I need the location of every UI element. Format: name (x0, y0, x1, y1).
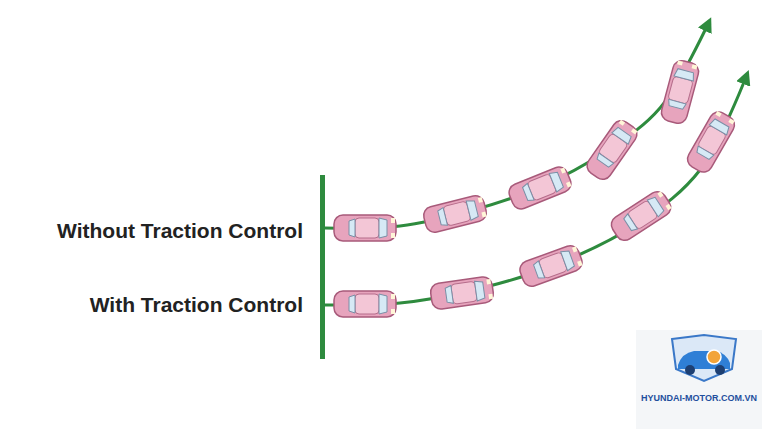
car (517, 243, 584, 289)
watermark: HYUNDAI-MOTOR.COM.VN (641, 393, 757, 403)
car (429, 276, 494, 310)
car (334, 215, 396, 241)
start-line (320, 175, 325, 359)
watermark-panel (636, 330, 762, 429)
path-label: Without Traction Control (57, 219, 303, 243)
path-label: With Traction Control (90, 293, 303, 317)
car (584, 117, 641, 183)
car (684, 109, 738, 176)
car (334, 291, 396, 317)
car (506, 164, 573, 211)
car (659, 59, 700, 126)
car (608, 188, 674, 244)
car (422, 194, 488, 234)
watermark-logo (672, 335, 736, 381)
